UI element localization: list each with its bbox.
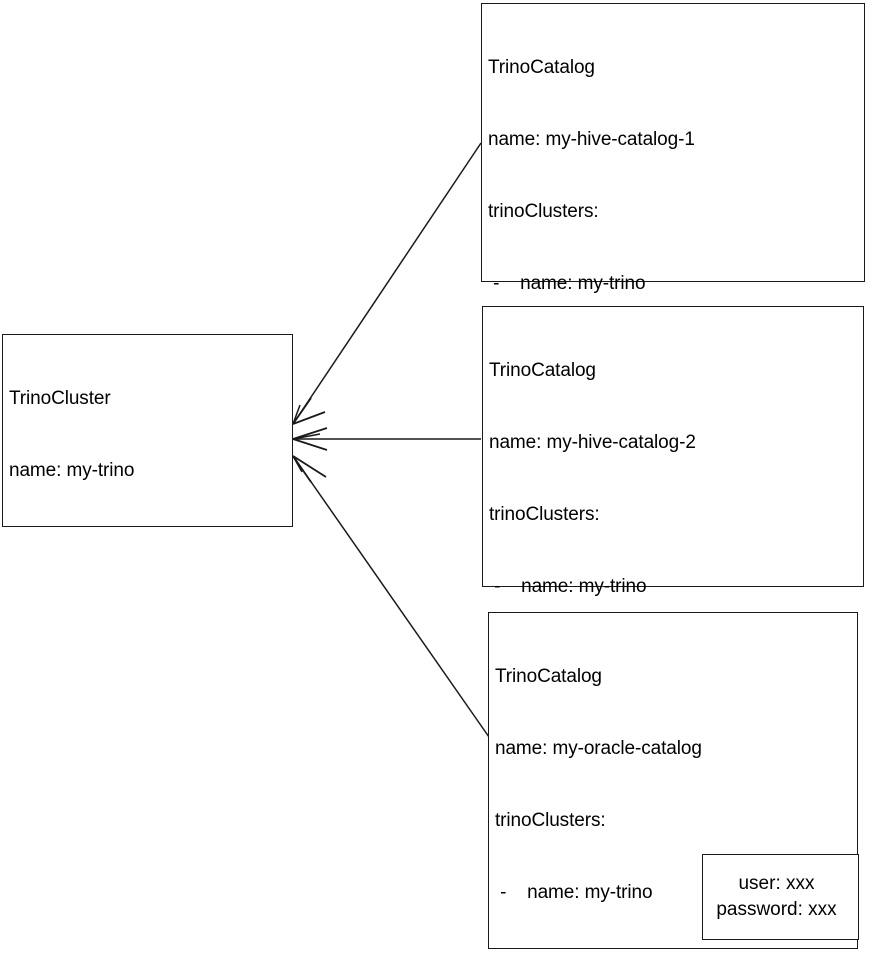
node-field-name: name: my-hive-catalog-2 (489, 432, 696, 453)
node-trino-catalog-oracle-body: TrinoCatalog name: my-oracle-catalog tri… (495, 617, 853, 954)
node-trino-catalog-hive-1[interactable]: TrinoCatalog name: my-hive-catalog-1 tri… (481, 3, 865, 654)
node-trino-cluster-body: TrinoCluster name: my-trino (9, 339, 288, 531)
node-kind-label: TrinoCluster (9, 388, 111, 409)
node-field-trinoclusters: trinoClusters: (488, 201, 599, 222)
arrowhead-open-v (292, 427, 328, 451)
secret-field-password: password: xxx (716, 899, 837, 920)
edge-catalog-hive-1-to-cluster (292, 142, 482, 425)
edge-convergence-strokes (292, 404, 321, 473)
node-field-name: name: my-oracle-catalog (495, 738, 702, 759)
arrowhead-open-v (292, 455, 327, 483)
edge-line (292, 455, 490, 738)
node-field-trinoclusters-item: - name: my-trino (489, 576, 647, 597)
node-trino-cluster[interactable]: TrinoCluster name: my-trino (2, 334, 293, 527)
node-trino-catalog-hive-2[interactable]: TrinoCatalog name: my-hive-catalog-2 tri… (482, 306, 864, 885)
node-credentials-secret-body: user: xxx password: xxx (703, 871, 850, 923)
node-field-trinoclusters-item: - name: my-trino (488, 273, 646, 294)
node-field-name: name: my-trino (9, 460, 135, 481)
edge-line (292, 142, 482, 425)
node-trino-catalog-oracle[interactable]: TrinoCatalog name: my-oracle-catalog tri… (488, 612, 859, 949)
node-field-trinoclusters: trinoClusters: (495, 810, 606, 831)
node-credentials-secret[interactable]: user: xxx password: xxx (702, 854, 859, 940)
convergence-stroke (292, 404, 321, 473)
arrowhead-open-v (292, 397, 326, 425)
node-field-name: name: my-hive-catalog-1 (488, 129, 695, 150)
node-kind-label: TrinoCatalog (489, 360, 596, 381)
edge-catalog-hive-2-to-cluster (292, 427, 481, 451)
secret-field-user: user: xxx (738, 873, 815, 894)
node-kind-label: TrinoCatalog (488, 57, 595, 78)
node-field-trinoclusters-item: - name: my-trino (495, 882, 653, 903)
node-field-trinoclusters: trinoClusters: (489, 504, 600, 525)
edge-catalog-oracle-to-cluster (292, 455, 490, 738)
node-kind-label: TrinoCatalog (495, 666, 602, 687)
